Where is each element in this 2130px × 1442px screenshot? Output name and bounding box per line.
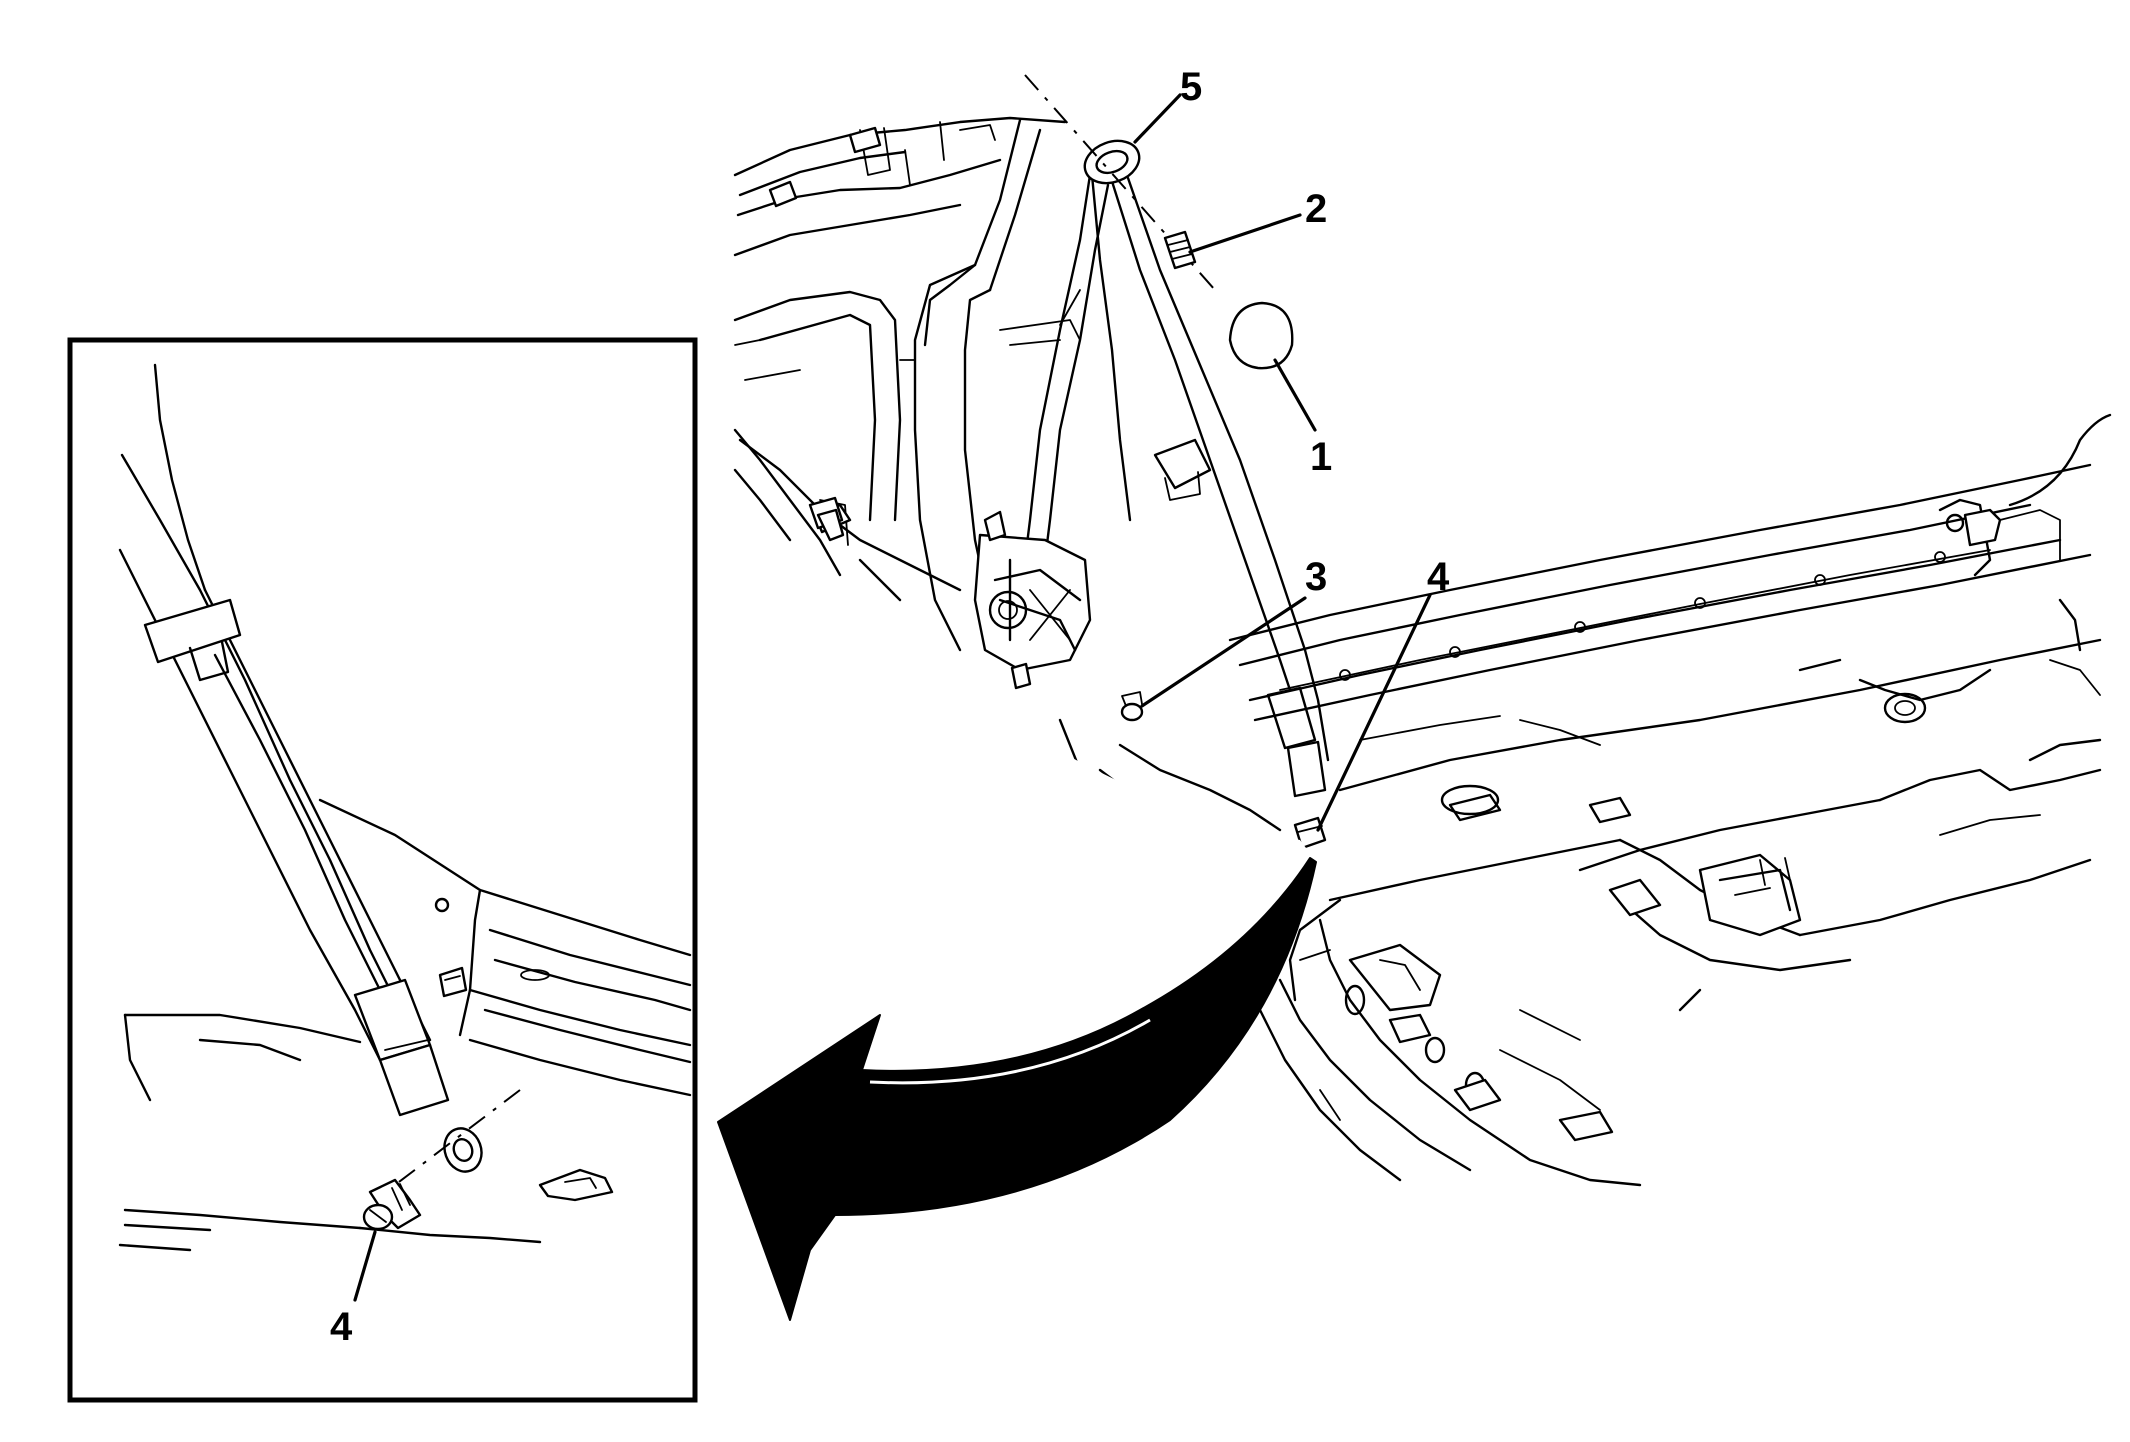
arrow-inner-edge (869, 1018, 1151, 1085)
anchor-bolt (1163, 230, 1197, 270)
callout-2: 2 (1305, 187, 1327, 231)
vehicle-interior-view (733, 74, 2112, 1187)
curved-indicator-arrow (717, 857, 1317, 1321)
upper-anchor-d-ring (1024, 74, 1216, 291)
leader-line-3 (1140, 596, 1307, 708)
callout-1: 1 (1310, 435, 1332, 479)
callout-labels: 5 2 1 3 4 4 (330, 65, 1450, 1349)
roof-structure (733, 116, 1067, 257)
shoulder-belt-webbing (1018, 173, 1330, 798)
callout-4-inset: 4 (330, 1305, 353, 1349)
inset-belt-webbing (118, 363, 450, 1117)
retractor-bolt (1120, 691, 1144, 722)
floor-pan (1328, 598, 2102, 1012)
callout-4: 4 (1427, 555, 1450, 599)
inset-sill (318, 798, 692, 1097)
rocker-sill (1228, 413, 2112, 722)
leader-line-4 (1316, 593, 1432, 832)
callout-3: 3 (1305, 555, 1327, 599)
leader-line-2 (1188, 213, 1302, 254)
front-sill (1258, 898, 1642, 1187)
belt-retractor (973, 510, 1092, 690)
inset-transition-mask (900, 705, 1315, 990)
inset-frame (67, 337, 698, 1403)
door-panel (733, 428, 902, 602)
leader-line-5 (1133, 93, 1182, 144)
leader-lines (353, 93, 1432, 1302)
inset-detail (67, 337, 698, 1403)
leader-line-4-inset (353, 1230, 377, 1302)
leader-line-1 (1273, 358, 1317, 432)
inset-floor (118, 1013, 614, 1252)
anchor-cover-cap (1228, 301, 1294, 370)
callout-5: 5 (1180, 65, 1202, 109)
inset-anchor-bolt (362, 1089, 521, 1231)
